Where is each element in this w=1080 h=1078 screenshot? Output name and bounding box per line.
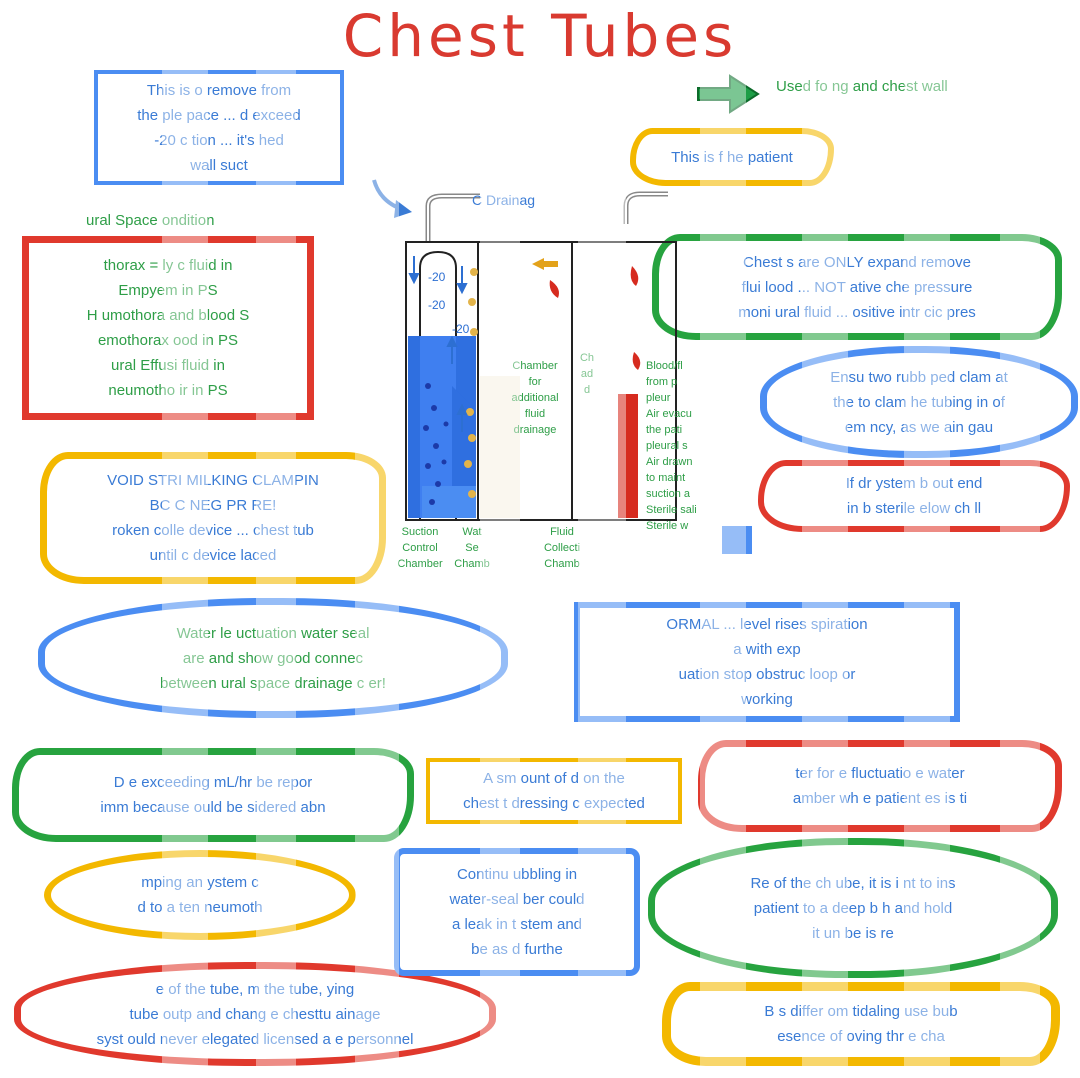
diagram-title: C Drainag	[472, 192, 536, 208]
note-bubbling-difference: B s differ om tidaling use bub esence of…	[662, 982, 1060, 1066]
note-tube-removal: Re of the ch ube, it is i nt to ins pati…	[648, 838, 1058, 978]
note-clamping: mping an ystem c d to a ten neumoth	[44, 850, 356, 940]
pressure-label: -20	[428, 270, 446, 284]
green-arrow-icon	[697, 74, 760, 114]
note-delegation: e of the tube, m the tube, ying tube out…	[14, 962, 496, 1066]
pleural-space-heading: ural Space ondition	[86, 212, 215, 229]
note-patient: This is f he patient	[630, 128, 834, 186]
top-right-note: Used fo ng and chest wall	[776, 78, 948, 95]
pressure-label: -20	[452, 322, 470, 336]
page-title: Chest Tubes	[342, 2, 738, 70]
blue-curved-arrow-icon	[372, 179, 412, 218]
diagram-drawing	[372, 179, 752, 554]
note-tidaling-term: ter for e fluctuatio e water amber wh e …	[698, 740, 1062, 832]
note-water-fluctuation: Water le uctuation water seal are and sh…	[38, 598, 508, 718]
pressure-label: -20	[428, 298, 446, 312]
